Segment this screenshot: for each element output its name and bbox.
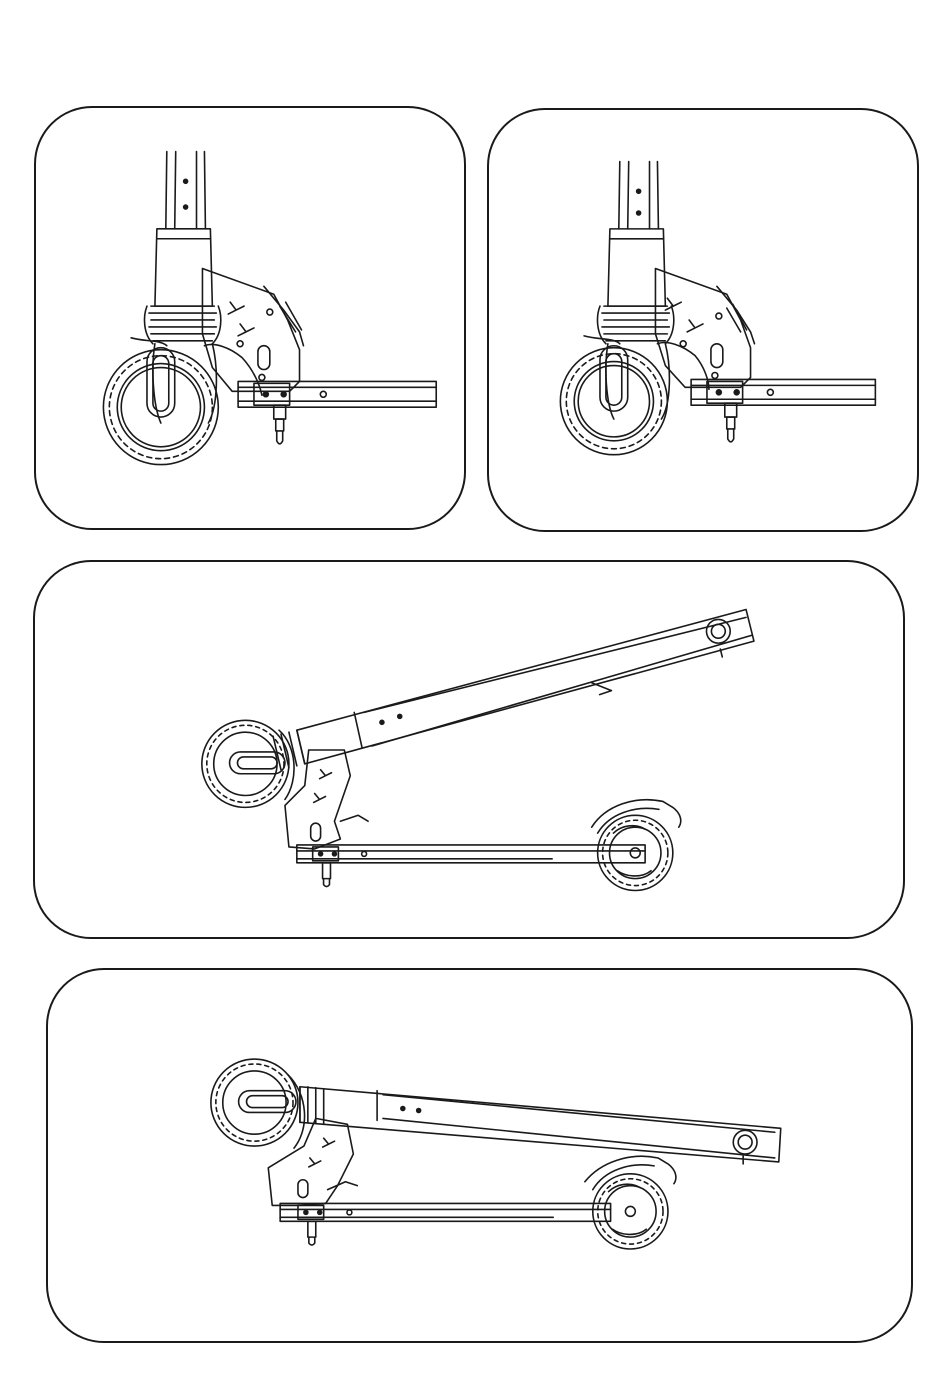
hinge-plate <box>285 750 368 849</box>
stem-tube <box>297 609 754 763</box>
latch-pin <box>725 403 737 442</box>
deck <box>297 845 645 887</box>
hinge-plate <box>655 268 754 387</box>
panel-scooter-folding <box>33 560 905 939</box>
deck <box>691 379 875 405</box>
fold-closeup-drawing-1 <box>36 108 464 528</box>
latch-pin <box>274 405 286 444</box>
deck <box>280 1203 610 1245</box>
fold-closeup-drawing-2 <box>489 110 917 530</box>
panel-fold-closeup-1 <box>34 106 466 530</box>
deck <box>238 381 436 407</box>
stem-tube <box>155 152 212 307</box>
hinge-plate <box>268 1118 357 1205</box>
stem-tube <box>608 162 665 307</box>
front-wheel <box>560 346 667 455</box>
suspension-spring <box>145 306 221 344</box>
panel-scooter-folded <box>46 968 913 1343</box>
panel-fold-closeup-2 <box>487 108 919 532</box>
suspension-spring <box>598 306 674 344</box>
scooter-folding-drawing <box>35 562 903 937</box>
stem-tube <box>300 1087 781 1164</box>
front-wheel <box>103 348 218 465</box>
scooter-folded-drawing <box>48 970 911 1341</box>
front-wheel <box>211 1059 305 1148</box>
rear-wheel <box>585 1156 676 1249</box>
